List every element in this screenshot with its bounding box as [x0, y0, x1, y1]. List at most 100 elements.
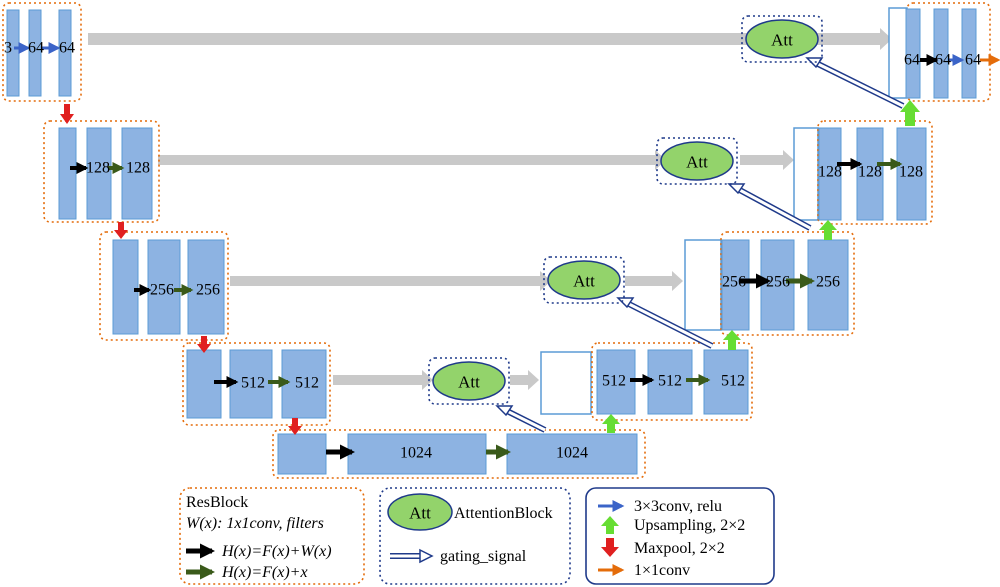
att-label: Att: [573, 272, 595, 291]
channels-label: 64: [904, 52, 920, 69]
feature-block: [112, 239, 139, 335]
gating-signals: [495, 57, 905, 433]
legend-up: Upsampling, 2×2: [634, 517, 745, 534]
channels-label: 128: [126, 160, 150, 177]
feature-block: [596, 349, 636, 415]
channels-label: 64: [935, 52, 951, 69]
channels-label: 512: [602, 373, 626, 390]
channels-label: 128: [899, 164, 923, 181]
maxpool-arrow: [197, 336, 211, 353]
bottleneck-level: 1024 1024: [272, 429, 646, 479]
maxpool-arrow: [114, 222, 128, 239]
skip-arrow-l3-b: [625, 271, 683, 291]
legend-box: [585, 487, 775, 585]
legend-h1: H(x)=F(x)+W(x): [221, 543, 332, 560]
channels-label: 256: [722, 274, 746, 291]
channels-label: 128: [858, 164, 882, 181]
upsampling-arrow: [900, 100, 920, 126]
feature-block: [147, 239, 181, 335]
upsampling-arrow: [819, 220, 837, 240]
legend-att-text: AttentionBlock: [454, 505, 553, 522]
feature-block: [818, 127, 842, 221]
decoder-level-4: 512 512 512: [540, 342, 753, 421]
att-label: Att: [458, 373, 480, 392]
attention-ellipse-icon: [387, 493, 453, 531]
legend-conv1: 1×1conv: [634, 562, 690, 579]
channels-label: 256: [150, 282, 174, 299]
channels-label: 512: [658, 373, 682, 390]
attention-block-4: Att: [428, 357, 510, 405]
resblock-border: [817, 120, 933, 225]
concat-block: [684, 239, 722, 331]
channels-label: 256: [196, 282, 220, 299]
resblock-border: [720, 231, 855, 336]
channels-label: 256: [766, 274, 790, 291]
attention-ellipse: [547, 260, 621, 300]
maxpool-arrow-icon: [601, 538, 619, 557]
feature-block: [856, 127, 884, 221]
legend-pool: Maxpool, 2×2: [634, 540, 725, 557]
legend-gating-text: gating_signal: [440, 548, 527, 565]
maxpool-arrow: [288, 418, 302, 435]
decoder-level-2: 128 128 128: [793, 120, 933, 225]
encoder-level-1: 3 64 64: [2, 2, 82, 102]
channels-label: 1024: [400, 445, 432, 462]
legend-h2: H(x)=F(x)+x: [221, 564, 308, 581]
skip-arrow-l1: [88, 28, 892, 50]
decoder-level-3: 256 256 256: [684, 231, 855, 336]
legend-attention: Att AttentionBlock gating_signal: [379, 487, 571, 585]
upsampling-arrows: [602, 100, 920, 433]
upsampling-arrow: [602, 414, 620, 433]
channels-label: 128: [818, 164, 842, 181]
channels-label: 64: [28, 40, 44, 57]
resblock-border: [43, 120, 160, 223]
skip-arrow-l2-b: [740, 150, 794, 170]
channels-label: 512: [295, 375, 319, 392]
skip-arrow-l4-b: [510, 370, 539, 390]
channels-label: 512: [241, 375, 265, 392]
feature-block: [58, 127, 77, 220]
channels-label: 1024: [556, 445, 588, 462]
skip-connections: [88, 28, 892, 390]
skip-arrow-l2-a: [158, 150, 666, 170]
channels-label: 128: [86, 160, 110, 177]
legend-att: Att: [409, 504, 431, 523]
legend-resblock: ResBlock W(x): 1x1conv, filters H(x)=F(x…: [179, 487, 365, 585]
attention-ellipse: [660, 141, 734, 181]
attention-ellipse: [745, 19, 819, 59]
resblock-border: [272, 429, 646, 479]
concat-block: [793, 127, 819, 221]
legend-wx: W(x): 1x1conv, filters: [186, 515, 324, 532]
att-label: Att: [771, 31, 793, 50]
encoder-level-2: 128 128: [43, 120, 160, 223]
attention-ellipse: [432, 361, 506, 401]
legend-conv: 3×3conv, relu: [634, 498, 722, 515]
skip-arrow-l3-a: [230, 271, 551, 291]
feature-block: [86, 127, 112, 220]
channels-label: 64: [59, 40, 75, 57]
channels-label: 256: [816, 274, 840, 291]
skip-arrow-l4-a: [333, 370, 433, 390]
input-channels-label: 3: [4, 40, 12, 57]
legend-title: ResBlock: [186, 494, 248, 511]
feature-block: [721, 239, 750, 331]
resblock-border: [906, 2, 991, 102]
encoder-level-3: 256 256: [99, 231, 229, 341]
feature-block: [896, 127, 927, 221]
feature-block: [506, 433, 638, 475]
feature-block: [905, 8, 921, 99]
feature-block: [187, 239, 225, 335]
attention-block-3: Att: [543, 256, 625, 304]
encoder-level-4: 512 512: [182, 342, 331, 426]
decoder-level-1: 64 64 64: [888, 2, 1000, 102]
upsampling-arrow-icon: [601, 516, 619, 534]
resblock-border: [182, 342, 331, 426]
legend-ops: 3×3conv, relu Upsampling, 2×2 Maxpool, 2…: [585, 487, 775, 585]
channels-label: 64: [965, 52, 981, 69]
attention-block-2: Att: [656, 137, 738, 185]
feature-block: [121, 127, 153, 220]
concat-block: [540, 351, 592, 415]
channels-label: 512: [721, 373, 745, 390]
attention-block-1: Att: [741, 15, 823, 63]
